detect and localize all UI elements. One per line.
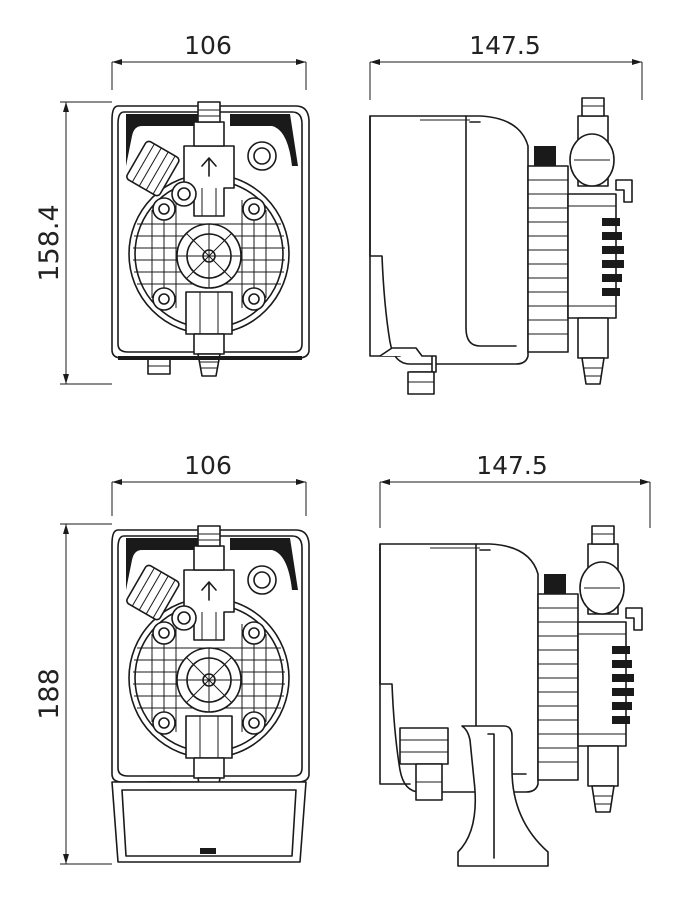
dimension-width-side-top: 147.5 (369, 31, 643, 100)
dim-label-front-bottom-width: 106 (184, 451, 232, 480)
front-view-top: 106 158.4 (34, 31, 310, 385)
side-view-top: 147.5 (369, 31, 643, 395)
front-view-bottom: 106 188 (34, 451, 310, 865)
dim-label-front-top-width: 106 (184, 31, 232, 60)
dimension-width-front-top: 106 (111, 31, 307, 90)
dimension-width-front-bottom: 106 (111, 451, 307, 516)
side-view-bottom: 147.5 (379, 451, 651, 867)
dimension-width-side-bottom: 147.5 (379, 451, 651, 528)
dim-label-side-bottom-width: 147.5 (476, 451, 548, 480)
dim-label-side-top-width: 147.5 (469, 31, 541, 60)
dimension-height-front-bottom: 188 (34, 523, 112, 865)
dim-label-front-bottom-height: 188 (34, 668, 65, 720)
dim-label-front-top-height: 158.4 (34, 204, 65, 281)
dimension-height-front-top: 158.4 (34, 101, 112, 385)
